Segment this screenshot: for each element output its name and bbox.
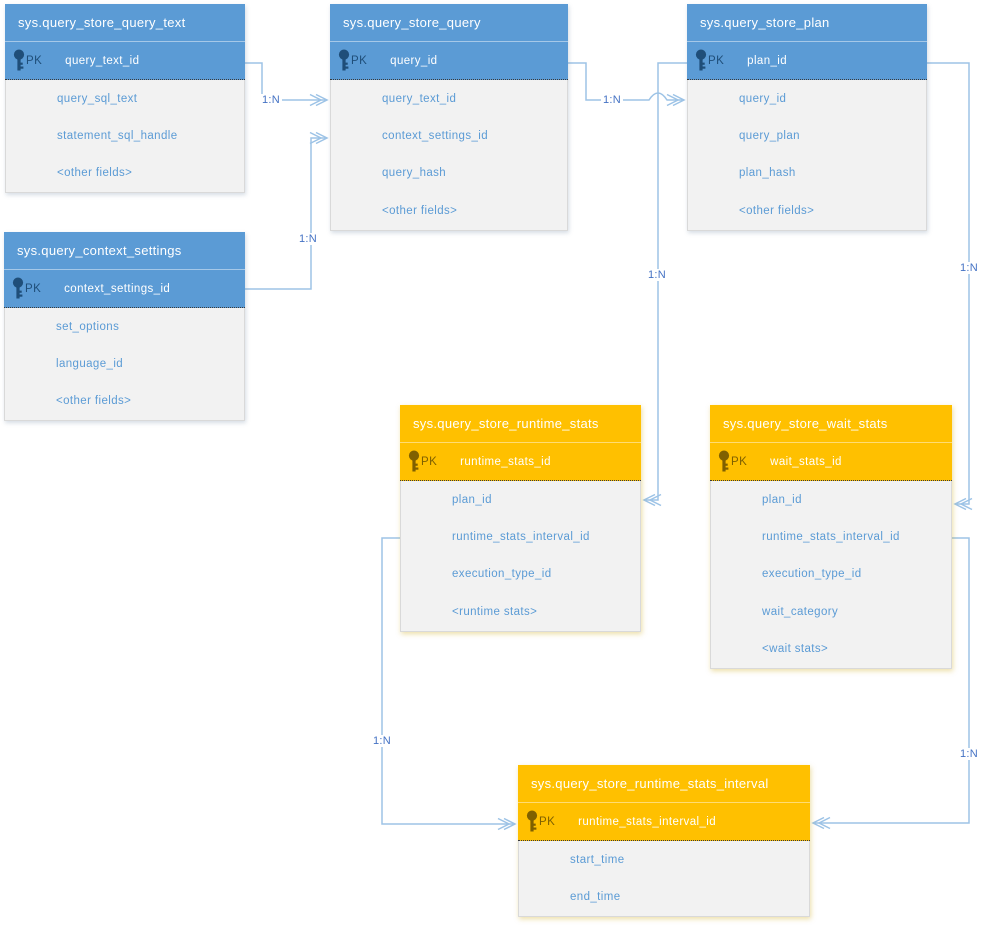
- key-icon: [408, 450, 420, 473]
- table-title-query-store-wait-stats: sys.query_store_wait_stats: [710, 405, 952, 443]
- table-body-query-store-plan: query_id query_plan plan_hash <other fields…: [687, 80, 927, 231]
- pk-field-name: query_id: [390, 54, 438, 67]
- field-row: plan_id: [762, 493, 802, 506]
- cardinality-label-plan-to-runtime-stats: 1:N: [645, 269, 669, 281]
- connector-runtime-stats-to-interval: [381, 537, 517, 831]
- field-row: execution_type_id: [452, 568, 552, 581]
- cardinality-label-query-text-to-query: 1:N: [259, 94, 283, 106]
- field-row: start_time: [570, 853, 625, 866]
- pk-row-query-store-plan: PK plan_id: [687, 42, 927, 80]
- pk-label: PK: [25, 282, 42, 295]
- field-row: plan_hash: [739, 167, 796, 180]
- table-title-query-store-query: sys.query_store_query: [330, 4, 568, 42]
- table-title-query-context-settings: sys.query_context_settings: [4, 232, 245, 270]
- field-row: language_id: [56, 358, 124, 371]
- table-title-query-store-runtime-stats: sys.query_store_runtime_stats: [400, 405, 641, 443]
- table-title-query-store-runtime-stats-interval: sys.query_store_runtime_stats_interval: [518, 765, 810, 803]
- connector-plan-to-runtime-stats: [642, 62, 687, 507]
- cardinality-label-plan-to-wait-stats: 1:N: [957, 262, 981, 274]
- field-row: execution_type_id: [762, 568, 862, 581]
- pk-field-name: query_text_id: [65, 54, 140, 67]
- pk-row-query-store-query: PK query_id: [330, 42, 568, 80]
- connector-plan-to-wait-stats: [927, 62, 973, 511]
- field-row: runtime_stats_interval_id: [762, 531, 900, 544]
- pk-field-name: runtime_stats_id: [460, 455, 551, 468]
- field-row: end_time: [570, 891, 621, 904]
- pk-label: PK: [351, 54, 368, 67]
- pk-field-name: context_settings_id: [64, 282, 171, 295]
- cardinality-label-context-settings-to-query: 1:N: [296, 233, 320, 245]
- field-row: runtime_stats_interval_id: [452, 531, 590, 544]
- connector-query-to-plan: [568, 62, 686, 107]
- table-body-query-store-runtime-stats-interval: start_time end_time: [518, 841, 810, 917]
- table-body-query-context-settings: set_options language_id <other fields>: [4, 308, 245, 422]
- field-row: <other fields>: [56, 395, 132, 408]
- table-body-query-store-query-text: query_sql_text statement_sql_handle <other…: [5, 80, 245, 194]
- pk-row-query-store-wait-stats: PK wait_stats_id: [710, 443, 952, 481]
- pk-row-query-context-settings: PK context_settings_id: [4, 270, 245, 308]
- pk-row-query-store-query-text: PK query_text_id: [5, 42, 245, 80]
- field-row: <other fields>: [57, 167, 133, 180]
- field-row: query_text_id: [382, 92, 457, 105]
- pk-field-name: plan_id: [747, 54, 788, 67]
- table-body-query-store-runtime-stats: plan_id runtime_stats_interval_id executio…: [400, 481, 641, 632]
- field-row: <other fields>: [382, 204, 458, 217]
- pk-label: PK: [26, 54, 43, 67]
- pk-field-name: wait_stats_id: [770, 455, 842, 468]
- field-row: <wait stats>: [762, 643, 829, 656]
- connector-wait-stats-to-interval: [811, 537, 970, 830]
- field-row: query_hash: [382, 167, 447, 180]
- field-row: <other fields>: [739, 204, 815, 217]
- pk-row-query-store-runtime-stats: PK runtime_stats_id: [400, 443, 641, 481]
- connector-context-settings-to-query: [245, 131, 329, 290]
- field-row: query_sql_text: [57, 92, 138, 105]
- key-icon: [695, 49, 707, 72]
- cardinality-label-query-to-plan: 1:N: [600, 94, 624, 106]
- field-row: context_settings_id: [382, 130, 489, 143]
- key-icon: [338, 49, 350, 72]
- table-body-query-store-query: query_text_id context_settings_id query_ha…: [330, 80, 568, 231]
- field-row: wait_category: [762, 605, 839, 618]
- field-row: query_plan: [739, 130, 800, 143]
- key-icon: [13, 49, 25, 72]
- table-title-query-store-plan: sys.query_store_plan: [687, 4, 927, 42]
- key-icon: [718, 450, 730, 473]
- table-title-query-store-query-text: sys.query_store_query_text: [5, 4, 245, 42]
- field-row: plan_id: [452, 493, 492, 506]
- key-icon: [526, 810, 538, 833]
- pk-row-query-store-runtime-stats-interval: PK runtime_stats_interval_id: [518, 803, 810, 841]
- connector-query-text-to-query: [245, 62, 329, 107]
- field-row: statement_sql_handle: [57, 130, 178, 143]
- key-icon: [12, 277, 24, 300]
- pk-label: PK: [708, 54, 725, 67]
- pk-label: PK: [421, 455, 438, 468]
- field-row: query_id: [739, 92, 787, 105]
- pk-field-name: runtime_stats_interval_id: [578, 815, 716, 828]
- table-body-query-store-wait-stats: plan_id runtime_stats_interval_id executio…: [710, 481, 952, 669]
- field-row: <runtime stats>: [452, 605, 538, 618]
- cardinality-label-wait-stats-to-interval: 1:N: [957, 748, 981, 760]
- cardinality-label-runtime-stats-to-interval: 1:N: [370, 735, 394, 747]
- field-row: set_options: [56, 320, 120, 333]
- pk-label: PK: [731, 455, 748, 468]
- pk-label: PK: [539, 815, 556, 828]
